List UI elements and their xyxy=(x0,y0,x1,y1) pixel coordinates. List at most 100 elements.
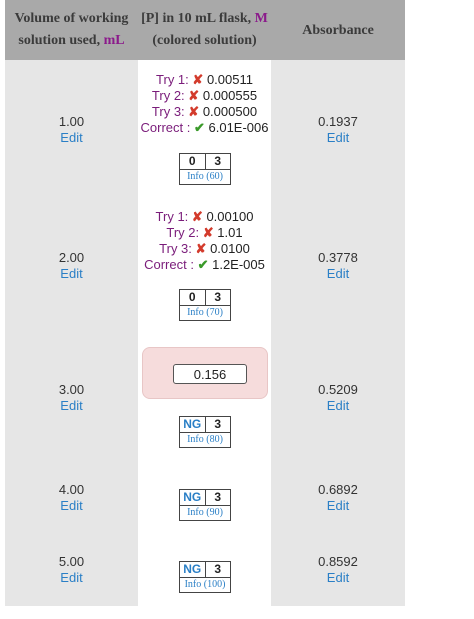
absorbance-value: 0.3778 xyxy=(318,250,358,265)
try-line: Try 3: ✘ 0.000500 xyxy=(138,104,271,120)
concentration-column: Try 1: ✘ 0.00511 Try 2: ✘ 0.000555 Try 3… xyxy=(138,60,271,606)
score-box: NG 3 Info (100) xyxy=(179,561,231,593)
try-value: 0.000500 xyxy=(202,104,258,119)
try-line: Try 1: ✘ 0.00511 xyxy=(138,72,271,88)
score-box: NG 3 Info (90) xyxy=(179,489,231,521)
edit-volume-link[interactable]: Edit xyxy=(60,266,83,281)
volume-value: 4.00 xyxy=(58,482,85,497)
score-attempts: 3 xyxy=(214,154,222,168)
check-mark-icon: ✔ xyxy=(197,257,209,272)
header-volume-unit: mL xyxy=(103,33,125,48)
try-line: Try 2: ✘ 0.000555 xyxy=(138,88,271,104)
volume-value: 3.00 xyxy=(58,382,85,397)
cross-mark-icon: ✘ xyxy=(188,88,200,103)
edit-volume-link[interactable]: Edit xyxy=(60,130,83,145)
absorbance-value: 0.5209 xyxy=(318,382,358,397)
cross-mark-icon: ✘ xyxy=(188,104,200,119)
try-label: Try 2: xyxy=(166,225,200,240)
try-list: Try 1: ✘ 0.00511 Try 2: ✘ 0.000555 Try 3… xyxy=(138,72,271,136)
correct-value: 1.2E-005 xyxy=(212,257,265,272)
check-mark-icon: ✔ xyxy=(193,120,205,135)
volume-value: 5.00 xyxy=(58,554,85,569)
score-status: NG xyxy=(180,417,206,432)
edit-absorbance-link[interactable]: Edit xyxy=(326,398,350,413)
header-conc-line2: (colored solution) xyxy=(152,33,257,48)
try-value: 1.01 xyxy=(217,225,243,240)
edit-volume-link[interactable]: Edit xyxy=(60,398,83,413)
score-status: 0 xyxy=(180,154,206,169)
header-volume-line2-wrap: solution used, mL xyxy=(18,30,124,52)
cross-mark-icon: ✘ xyxy=(192,72,204,87)
edit-volume-link[interactable]: Edit xyxy=(60,498,83,513)
cross-mark-icon: ✘ xyxy=(195,241,207,256)
volume-value: 1.00 xyxy=(58,114,85,129)
edit-absorbance-link[interactable]: Edit xyxy=(326,498,350,513)
try-label: Try 3: xyxy=(159,241,192,256)
header-conc-line1: [P] in 10 mL flask, xyxy=(141,11,252,26)
try-value: 0.000555 xyxy=(202,88,258,103)
try-label: Try 1: xyxy=(156,72,189,87)
edit-absorbance-link[interactable]: Edit xyxy=(326,570,350,585)
try-label: Try 2: xyxy=(151,88,185,103)
info-link[interactable]: Info (60) xyxy=(187,171,223,182)
answer-area xyxy=(142,347,268,399)
score-attempts: 3 xyxy=(214,562,222,576)
absorbance-value: 0.1937 xyxy=(318,114,358,129)
edit-volume-link[interactable]: Edit xyxy=(60,570,83,585)
edit-absorbance-link[interactable]: Edit xyxy=(326,130,350,145)
header-conc-unit: M xyxy=(254,11,268,26)
try-label: Try 3: xyxy=(151,104,185,119)
score-attempts: 3 xyxy=(214,490,222,504)
header-volume: Volume of working solution used, mL xyxy=(5,0,138,60)
try-value: 0.0100 xyxy=(210,241,250,256)
try-value: 0.00511 xyxy=(206,72,253,87)
score-attempts: 3 xyxy=(214,290,222,304)
score-status: NG xyxy=(180,490,206,505)
info-link[interactable]: Info (90) xyxy=(187,507,223,518)
correct-label: Correct : xyxy=(140,120,191,135)
correct-line: Correct : ✔ 1.2E-005 xyxy=(138,257,271,273)
info-link[interactable]: Info (100) xyxy=(184,579,226,590)
absorbance-value: 0.8592 xyxy=(318,554,358,569)
try-label: Try 1: xyxy=(155,209,189,224)
try-line: Try 2: ✘ 1.01 xyxy=(138,225,271,241)
score-attempts: 3 xyxy=(214,417,222,431)
table-header: Volume of working solution used, mL [P] … xyxy=(5,0,405,60)
correct-value: 6.01E-006 xyxy=(208,120,269,135)
correct-label: Correct : xyxy=(144,257,194,272)
score-status: 0 xyxy=(180,290,206,305)
score-status: NG xyxy=(180,562,206,577)
header-conc-line1-wrap: [P] in 10 mL flask, M xyxy=(141,8,268,30)
try-line: Try 3: ✘ 0.0100 xyxy=(138,241,271,257)
data-table: Volume of working solution used, mL [P] … xyxy=(5,0,405,606)
volume-value: 2.00 xyxy=(58,250,85,265)
info-link[interactable]: Info (70) xyxy=(187,307,223,318)
absorbance-value: 0.6892 xyxy=(318,482,358,497)
edit-absorbance-link[interactable]: Edit xyxy=(326,266,350,281)
correct-line: Correct : ✔ 6.01E-006 xyxy=(138,120,271,136)
try-list: Try 1: ✘ 0.00100 Try 2: ✘ 1.01 Try 3: ✘ … xyxy=(138,209,271,273)
header-absorbance: Absorbance xyxy=(302,23,374,38)
try-value: 0.00100 xyxy=(206,209,254,224)
cross-mark-icon: ✘ xyxy=(191,209,203,224)
info-link[interactable]: Info (80) xyxy=(187,434,223,445)
header-volume-line1: Volume of working xyxy=(14,11,129,26)
concentration-input[interactable] xyxy=(173,364,247,384)
score-box: NG 3 Info (80) xyxy=(179,416,231,448)
header-concentration: [P] in 10 mL flask, M (colored solution) xyxy=(138,0,271,60)
cross-mark-icon: ✘ xyxy=(202,225,214,240)
header-volume-line2: solution used, xyxy=(18,33,101,48)
